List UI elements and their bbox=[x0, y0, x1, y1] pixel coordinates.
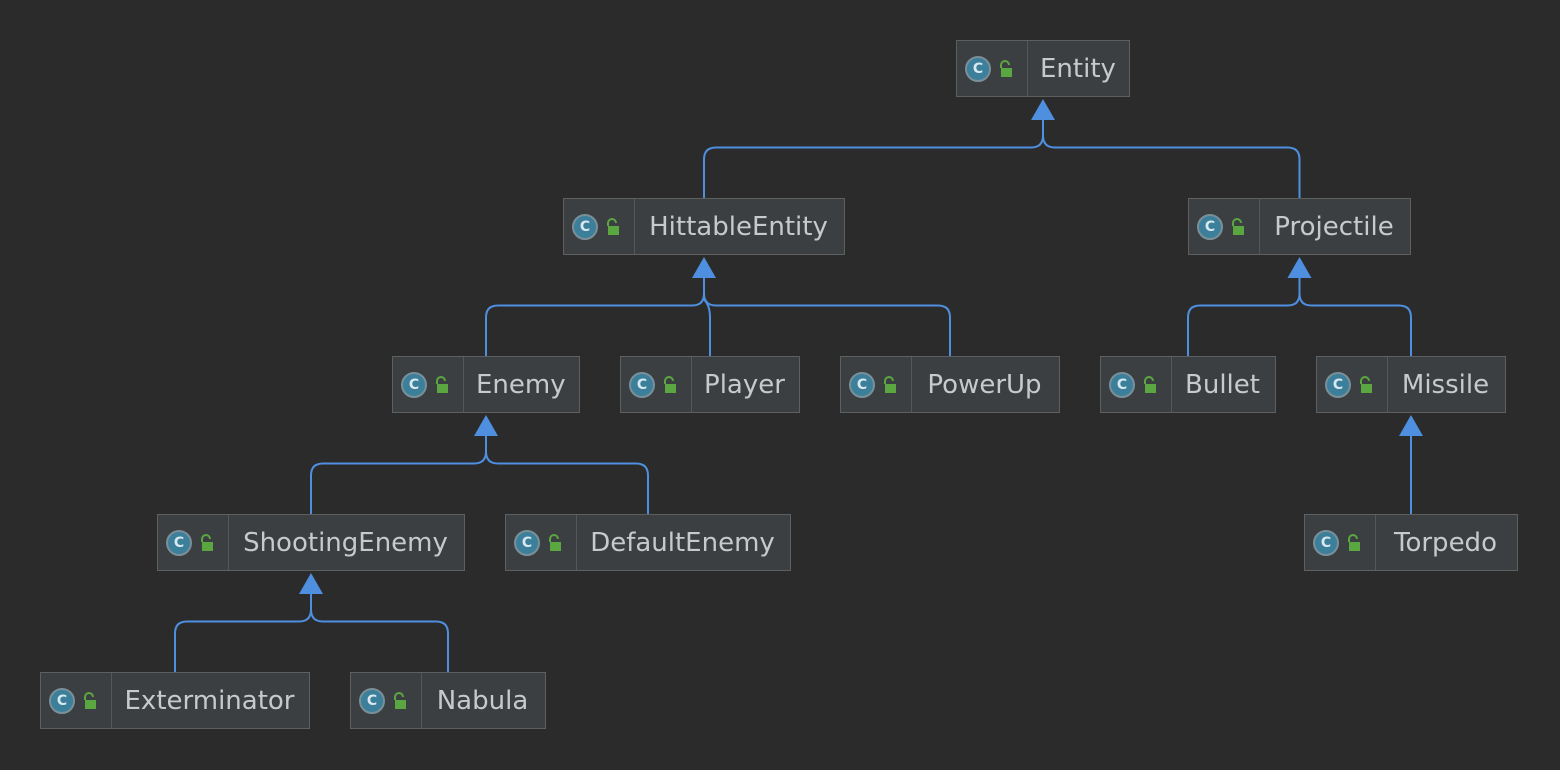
public-lock-icon bbox=[394, 691, 406, 709]
inheritance-edge bbox=[1042, 119, 1301, 198]
class-c-icon: C bbox=[1197, 213, 1223, 240]
inheritance-arrowhead bbox=[692, 257, 716, 278]
inheritance-edge bbox=[310, 435, 487, 514]
class-node-player[interactable]: C Player bbox=[620, 356, 800, 413]
class-c-icon: C bbox=[1325, 371, 1351, 398]
node-label: PowerUp bbox=[927, 369, 1042, 400]
public-lock-icon bbox=[1360, 375, 1372, 393]
class-c-icon: C bbox=[359, 687, 385, 714]
inheritance-edge bbox=[485, 277, 705, 356]
class-c-icon: C bbox=[1109, 371, 1135, 398]
class-node-shootingenemy[interactable]: C ShootingEnemy bbox=[157, 514, 465, 571]
class-node-nabula[interactable]: C Nabula bbox=[350, 672, 546, 729]
node-label: Entity bbox=[1040, 53, 1116, 84]
node-icons: C bbox=[621, 357, 692, 412]
class-node-enemy[interactable]: C Enemy bbox=[392, 356, 580, 413]
inheritance-edge bbox=[310, 593, 449, 672]
public-lock-icon bbox=[1000, 59, 1012, 77]
class-node-missile[interactable]: C Missile bbox=[1316, 356, 1506, 413]
node-label: ShootingEnemy bbox=[243, 527, 448, 558]
inheritance-edge bbox=[1187, 277, 1301, 356]
class-node-entity[interactable]: C Entity bbox=[956, 40, 1130, 97]
public-lock-icon bbox=[884, 375, 896, 393]
inheritance-arrowhead bbox=[299, 573, 323, 594]
class-node-defaultenemy[interactable]: C DefaultEnemy bbox=[505, 514, 791, 571]
class-node-powerup[interactable]: C PowerUp bbox=[840, 356, 1060, 413]
class-node-bullet[interactable]: C Bullet bbox=[1100, 356, 1276, 413]
node-label: Projectile bbox=[1274, 211, 1394, 242]
public-lock-icon bbox=[1348, 533, 1360, 551]
node-icons: C bbox=[1101, 357, 1172, 412]
inheritance-edge bbox=[703, 277, 951, 356]
inheritance-edge bbox=[485, 435, 649, 514]
inheritance-edge bbox=[703, 119, 1044, 198]
inheritance-arrowhead bbox=[1031, 99, 1055, 120]
class-c-icon: C bbox=[514, 529, 540, 556]
node-label: Bullet bbox=[1185, 369, 1260, 400]
inheritance-edge bbox=[174, 593, 312, 672]
node-icons: C bbox=[841, 357, 912, 412]
node-icons: C bbox=[564, 199, 635, 254]
class-node-projectile[interactable]: C Projectile bbox=[1188, 198, 1411, 255]
node-label: Torpedo bbox=[1394, 527, 1497, 558]
class-node-hittableentity[interactable]: C HittableEntity bbox=[563, 198, 845, 255]
node-icons: C bbox=[957, 41, 1028, 96]
node-label: Exterminator bbox=[124, 685, 295, 716]
inheritance-edge bbox=[1298, 277, 1412, 356]
class-node-exterminator[interactable]: C Exterminator bbox=[40, 672, 310, 729]
inheritance-arrowhead bbox=[1287, 257, 1312, 278]
public-lock-icon bbox=[549, 533, 561, 551]
node-icons: C bbox=[506, 515, 577, 570]
public-lock-icon bbox=[1232, 217, 1244, 235]
class-c-icon: C bbox=[166, 529, 192, 556]
class-c-icon: C bbox=[1313, 529, 1339, 556]
node-icons: C bbox=[1317, 357, 1388, 412]
inheritance-arrowhead bbox=[474, 415, 498, 436]
node-label: Player bbox=[704, 369, 785, 400]
public-lock-icon bbox=[436, 375, 448, 393]
node-icons: C bbox=[1189, 199, 1260, 254]
public-lock-icon bbox=[201, 533, 213, 551]
node-label: Missile bbox=[1401, 369, 1490, 400]
node-icons: C bbox=[41, 673, 112, 728]
public-lock-icon bbox=[607, 217, 619, 235]
class-c-icon: C bbox=[401, 371, 427, 398]
public-lock-icon bbox=[84, 691, 96, 709]
inheritance-arrowhead bbox=[1399, 415, 1423, 436]
node-icons: C bbox=[158, 515, 229, 570]
class-c-icon: C bbox=[572, 213, 598, 240]
class-c-icon: C bbox=[965, 55, 991, 82]
public-lock-icon bbox=[1144, 375, 1156, 393]
node-label: Enemy bbox=[476, 369, 566, 400]
class-c-icon: C bbox=[849, 371, 875, 398]
node-label: Nabula bbox=[436, 685, 529, 716]
node-icons: C bbox=[351, 673, 422, 728]
node-label: DefaultEnemy bbox=[590, 527, 775, 558]
class-node-torpedo[interactable]: C Torpedo bbox=[1304, 514, 1518, 571]
class-c-icon: C bbox=[629, 371, 655, 398]
node-label: HittableEntity bbox=[649, 211, 828, 242]
class-c-icon: C bbox=[49, 687, 75, 714]
node-icons: C bbox=[393, 357, 464, 412]
public-lock-icon bbox=[664, 375, 676, 393]
node-icons: C bbox=[1305, 515, 1376, 570]
